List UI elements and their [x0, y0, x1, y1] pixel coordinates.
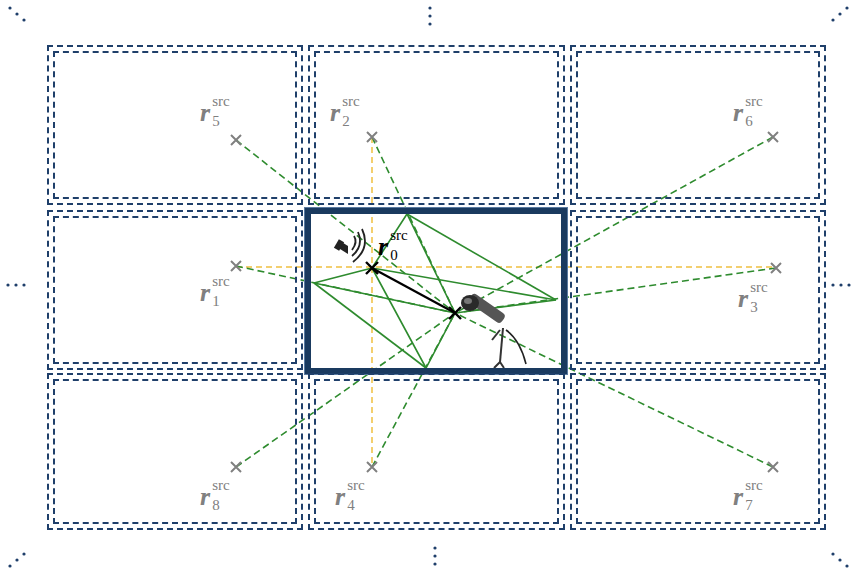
- r-symbol: r: [200, 100, 210, 126]
- src-superscript: src: [745, 478, 763, 493]
- src-superscript: src: [212, 274, 230, 289]
- index-subscript: 8: [212, 498, 220, 513]
- source-marker: [366, 262, 461, 319]
- room-inner-outline: [53, 216, 297, 364]
- index-subscript: 6: [745, 114, 753, 129]
- r-symbol: r: [335, 484, 345, 510]
- index-subscript: 2: [342, 114, 350, 129]
- room-inner-outline: [576, 51, 820, 199]
- r-symbol: r: [200, 484, 210, 510]
- source-label: rsrc 0: [378, 228, 410, 266]
- source-label: rsrc 8: [200, 478, 232, 516]
- r-symbol: r: [200, 280, 210, 306]
- index-subscript: 3: [750, 300, 758, 315]
- image-room: rsrc 7: [570, 373, 826, 530]
- source-label: rsrc 3: [738, 280, 770, 318]
- src-superscript: src: [342, 94, 360, 109]
- room-inner-outline: [314, 51, 559, 199]
- src-superscript: src: [212, 94, 230, 109]
- index-subscript: 7: [745, 498, 753, 513]
- index-subscript: 4: [347, 498, 355, 513]
- source-label: rsrc 5: [200, 94, 232, 132]
- src-superscript: src: [212, 478, 230, 493]
- microphone-icon: [461, 292, 526, 368]
- mirror-axes: [236, 137, 776, 467]
- r-symbol: r: [733, 100, 743, 126]
- source-label: rsrc 2: [330, 94, 362, 132]
- image-room: rsrc 3: [570, 210, 826, 370]
- source-label: rsrc 4: [335, 478, 367, 516]
- r-symbol: r: [733, 484, 743, 510]
- r-symbol: r: [330, 100, 340, 126]
- image-room: rsrc 8: [47, 373, 303, 530]
- room-inner-outline: [576, 216, 820, 364]
- source-label: rsrc 7: [733, 478, 765, 516]
- source-label: rsrc 1: [200, 274, 232, 312]
- index-subscript: 5: [212, 114, 220, 129]
- reflection-paths: [314, 214, 556, 368]
- continuation-dots: [6, 6, 850, 567]
- image-rays: [236, 137, 776, 467]
- src-superscript: src: [390, 228, 408, 243]
- room-inner-outline: [53, 51, 297, 199]
- image-room: rsrc 1: [47, 210, 303, 370]
- image-room: rsrc 4: [308, 373, 565, 530]
- r-symbol: r: [738, 286, 748, 312]
- src-superscript: src: [745, 94, 763, 109]
- index-subscript: 0: [390, 248, 398, 263]
- image-room: rsrc 6: [570, 45, 826, 205]
- source-markers: [231, 132, 781, 472]
- room-inner-outline: [576, 379, 820, 524]
- source-label: rsrc 6: [733, 94, 765, 132]
- room: rsrc 0: [305, 208, 567, 374]
- image-room: rsrc 5: [47, 45, 303, 205]
- src-superscript: src: [347, 478, 365, 493]
- loudspeaker-icon: [334, 229, 365, 262]
- r-symbol: r: [378, 234, 388, 260]
- direct-path: [372, 268, 455, 313]
- room-inner-outline: [53, 379, 297, 524]
- src-superscript: src: [750, 280, 768, 295]
- index-subscript: 1: [212, 294, 220, 309]
- image-room: rsrc 2: [308, 45, 565, 205]
